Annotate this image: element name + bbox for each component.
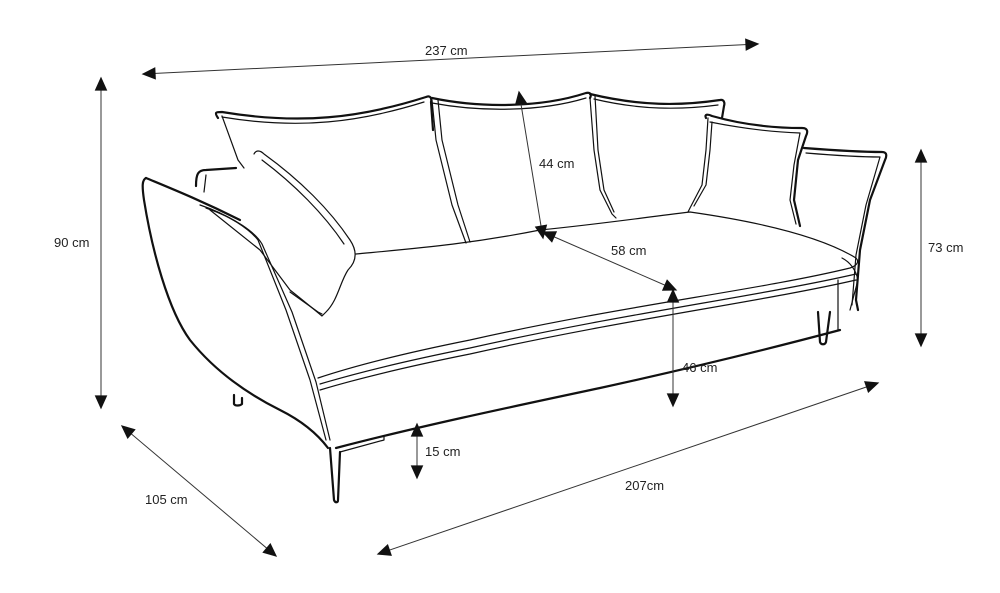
dim-line-depth-58 — [541, 231, 678, 291]
dim-line-width-237 — [141, 38, 760, 80]
sofa-outline — [141, 91, 888, 504]
leg-front-left — [328, 446, 342, 504]
dim-line-seat-width-207 — [376, 381, 880, 556]
label-seat-height: 46 cm — [682, 360, 718, 375]
label-overall-width: 237 cm — [425, 43, 468, 58]
back-cushion-left — [214, 95, 435, 132]
label-overall-depth: 105 cm — [145, 492, 188, 507]
armrest-left — [141, 176, 330, 450]
seat-cushion — [317, 211, 859, 379]
label-backrest-cushion-height: 44 cm — [539, 156, 575, 171]
back-cushion-right — [588, 92, 726, 120]
seat-base — [334, 328, 842, 450]
dim-line-cushion-44 — [514, 90, 548, 240]
label-armrest-height: 73 cm — [928, 240, 964, 255]
label-overall-height: 90 cm — [54, 235, 90, 250]
dimension-lines — [94, 38, 928, 557]
leg-front-right — [816, 310, 832, 346]
dim-line-depth-105 — [120, 425, 278, 557]
throw-pillow-right — [704, 113, 809, 228]
label-seat-width: 207cm — [625, 478, 665, 493]
leg-back-left — [232, 393, 244, 407]
armrest-right — [802, 146, 888, 312]
label-seat-depth: 58 cm — [611, 243, 647, 258]
label-leg-clearance: 15 cm — [425, 444, 461, 459]
